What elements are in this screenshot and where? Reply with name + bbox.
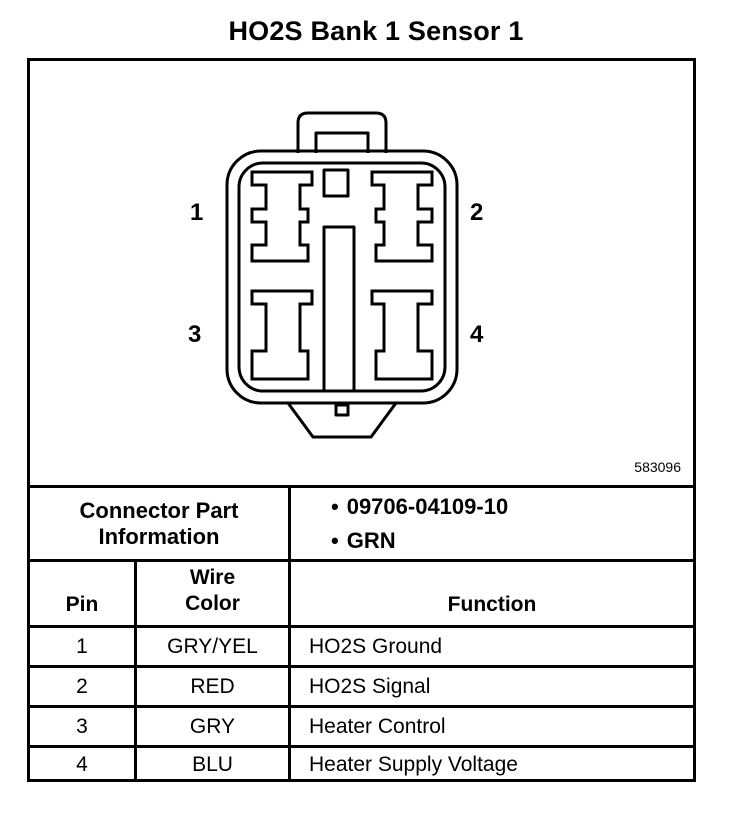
pin-label-2: 2: [470, 199, 484, 226]
row-function: HO2S Signal: [309, 674, 431, 698]
pin-2-cavity: [370, 170, 434, 263]
row-wire-color: BLU: [192, 753, 233, 776]
connector-diagram: 1 2 3 4 583096: [30, 61, 693, 485]
table-row: 3 GRY Heater Control: [30, 708, 693, 748]
connector-color: •GRN: [331, 527, 396, 553]
row-pin: 3: [76, 714, 88, 738]
pinout-table: Connector Part Information •09706-04109-…: [30, 485, 693, 782]
connector-face-drawing: [225, 111, 459, 439]
connector-info-label-line1: Connector Part: [79, 497, 239, 523]
row-pin: 1: [76, 634, 88, 658]
connector-info-list: •09706-04109-10 •GRN: [291, 488, 693, 559]
header-wire-color-line2: Color: [185, 592, 240, 615]
table-row: 4 BLU Heater Supply Voltage: [30, 748, 693, 782]
page-title: HO2S Bank 1 Sensor 1: [228, 16, 524, 46]
table-header-row: Pin Wire Color Function: [30, 562, 693, 628]
connector-part-number: •09706-04109-10: [331, 493, 509, 519]
pin-label-4: 4: [470, 321, 484, 348]
connector-info-row: Connector Part Information •09706-04109-…: [30, 488, 693, 562]
pin-3-cavity: [250, 289, 314, 381]
table-row: 2 RED HO2S Signal: [30, 668, 693, 708]
pin-label-1: 1: [190, 199, 204, 226]
row-function: Heater Supply Voltage: [309, 753, 518, 776]
row-wire-color: GRY: [189, 714, 236, 738]
center-divider: [322, 225, 356, 393]
header-function: Function: [447, 593, 537, 616]
row-wire-color: GRY/YEL: [167, 634, 258, 658]
table-row: 1 GRY/YEL HO2S Ground: [30, 628, 693, 668]
connector-housing: [225, 149, 459, 405]
connector-info-label-line2: Information: [98, 523, 220, 549]
connector-info-label: Connector Part Information: [30, 488, 288, 559]
figure-id: 583096: [634, 459, 681, 475]
diagram-frame: 1 2 3 4 583096 Connector Part Informatio…: [27, 58, 696, 782]
row-pin: 2: [76, 674, 88, 698]
row-function: HO2S Ground: [309, 634, 443, 658]
center-key-slot: [322, 168, 350, 198]
header-wire-color: Wire Color: [137, 562, 288, 625]
pin-1-cavity: [250, 170, 314, 263]
row-pin: 4: [76, 753, 88, 776]
header-pin: Pin: [65, 593, 99, 616]
row-function: Heater Control: [309, 714, 446, 738]
pin-label-3: 3: [188, 321, 202, 348]
header-wire-color-line1: Wire: [189, 566, 236, 589]
pin-4-cavity: [370, 289, 434, 381]
row-wire-color: RED: [190, 674, 235, 698]
